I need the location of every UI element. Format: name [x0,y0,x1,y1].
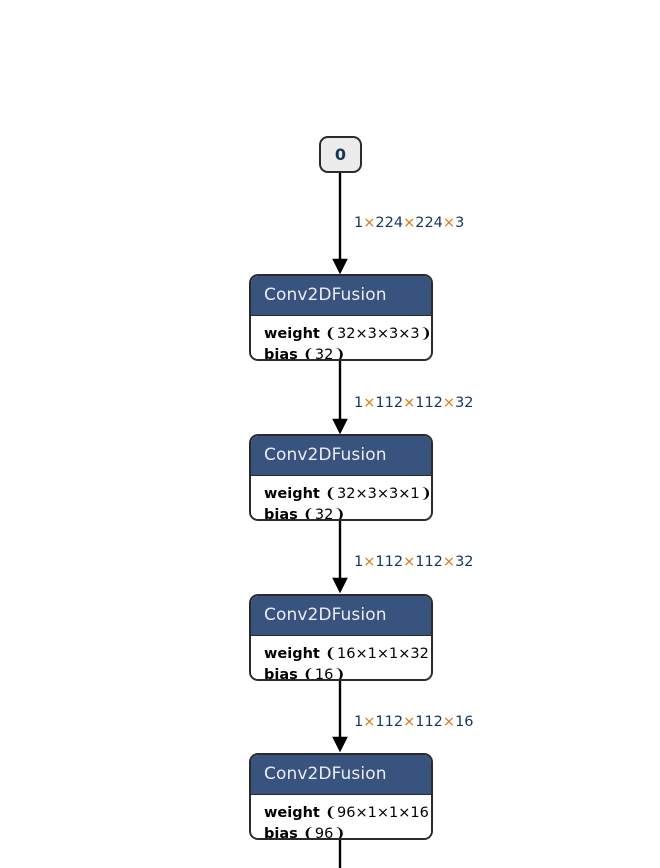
op-node-title: Conv2DFusion [251,436,431,476]
op-node-attributes: weight❨16×1×1×32❩ bias ❨16❩ [251,636,431,681]
dim-number: 112 [415,395,443,411]
attribute-value: ❨32❩ [302,347,346,361]
dim-number: 1 [354,714,364,730]
dim-number: 32 [455,554,474,570]
dim-separator: × [363,714,376,730]
edge-label-input-to-node-1: 1×224×224×3 [354,216,464,231]
dim-separator: × [403,395,416,411]
attribute-value: ❨32❩ [302,507,346,521]
attribute-value: ❨96❩ [302,826,346,840]
dim-separator: × [442,714,456,730]
edge-label-node-1-to-node-2: 1×112×112×32 [354,396,474,411]
attribute-value: ❨32×3×3×3❩ [324,326,432,342]
attribute-row: weight❨16×1×1×32❩ [264,644,431,665]
attribute-value: ❨96×1×1×16❩ [324,805,433,821]
dim-separator: × [403,215,416,231]
op-node-attributes: weight❨96×1×1×16❩ bias ❨96❩ [251,795,431,840]
input-node-label: 0 [334,145,347,164]
dim-separator: × [442,554,456,570]
dim-number: 3 [455,215,465,231]
attribute-key: bias [264,347,298,361]
edge-label-node-2-to-node-3: 1×112×112×32 [354,555,474,570]
op-node-conv2dfusion-2[interactable]: Conv2DFusion weight❨32×3×3×1❩ bias ❨32❩ [249,434,433,521]
dim-separator: × [442,395,456,411]
attribute-key: bias [264,667,298,681]
attribute-key: weight [264,646,320,662]
op-node-conv2dfusion-4[interactable]: Conv2DFusion weight❨96×1×1×16❩ bias ❨96❩ [249,753,433,840]
edge-label-node-3-to-node-4: 1×112×112×16 [354,715,474,730]
attribute-key: bias [264,826,298,840]
dim-separator: × [363,215,376,231]
attribute-value: ❨16×1×1×32❩ [324,646,433,662]
dim-number: 112 [415,714,443,730]
op-node-title: Conv2DFusion [251,276,431,316]
op-node-title: Conv2DFusion [251,755,431,795]
op-node-conv2dfusion-3[interactable]: Conv2DFusion weight❨16×1×1×32❩ bias ❨16❩ [249,594,433,681]
dim-separator: × [363,395,376,411]
attribute-key: weight [264,486,320,502]
op-node-title: Conv2DFusion [251,596,431,636]
attribute-row: bias ❨32❩ [264,505,431,521]
op-node-attributes: weight❨32×3×3×3❩ bias ❨32❩ [251,316,431,361]
attribute-value: ❨32×3×3×1❩ [324,486,432,502]
dim-number: 32 [455,395,474,411]
attribute-key: weight [264,326,320,342]
dim-number: 1 [354,215,364,231]
dim-separator: × [403,554,416,570]
dim-number: 1 [354,554,364,570]
dim-number: 224 [375,215,404,231]
dim-number: 224 [415,215,443,231]
attribute-key: bias [264,507,298,521]
op-node-attributes: weight❨32×3×3×1❩ bias ❨32❩ [251,476,431,521]
attribute-row: bias ❨96❩ [264,824,431,840]
attribute-value: ❨16❩ [302,667,346,681]
dim-separator: × [442,215,456,231]
dim-number: 1 [354,395,364,411]
dim-number: 112 [375,714,404,730]
attribute-row: weight❨32×3×3×1❩ [264,484,431,505]
dim-number: 112 [375,395,404,411]
attribute-row: weight❨32×3×3×3❩ [264,324,431,345]
dim-number: 16 [455,714,474,730]
attribute-row: weight❨96×1×1×16❩ [264,803,431,824]
op-node-conv2dfusion-1[interactable]: Conv2DFusion weight❨32×3×3×3❩ bias ❨32❩ [249,274,433,361]
attribute-row: bias ❨16❩ [264,665,431,681]
attribute-key: weight [264,805,320,821]
attribute-row: bias ❨32❩ [264,345,431,361]
input-node-0[interactable]: 0 [319,136,362,173]
dim-separator: × [363,554,376,570]
dim-number: 112 [375,554,404,570]
dim-separator: × [403,714,416,730]
dim-number: 112 [415,554,443,570]
